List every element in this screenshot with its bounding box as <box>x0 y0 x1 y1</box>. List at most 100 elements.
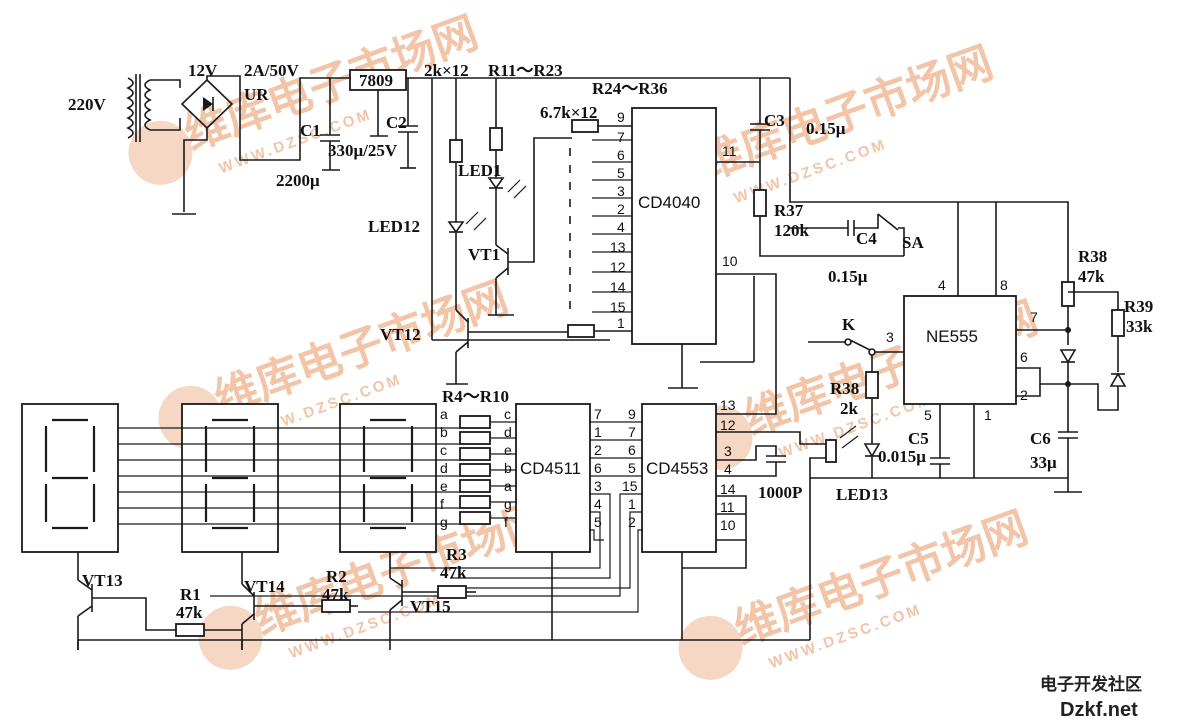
cd4040-pin: 15 <box>610 299 626 315</box>
ne555-pin: 1 <box>984 407 992 423</box>
cd4040-body <box>631 107 717 345</box>
light-arrow <box>465 211 479 225</box>
bridge-diode-icon <box>203 97 213 111</box>
ne555-pin: 5 <box>924 407 932 423</box>
wire <box>150 79 181 88</box>
seg-letter: b <box>440 424 448 440</box>
r38a-label: R38 <box>1078 247 1107 266</box>
seg-letter: g <box>440 514 448 530</box>
resistor-r1 <box>175 623 205 637</box>
led1-label: LED1 <box>458 161 501 180</box>
vt15-emitter <box>389 599 403 611</box>
cd4553-pin: 13 <box>720 397 736 413</box>
segment-resistors <box>459 415 516 525</box>
ne555-pin: 6 <box>1020 349 1028 365</box>
ne555-chip: NE555 4 8 3 7 6 2 5 1 R38 47k R39 33k <box>716 202 1153 640</box>
wire <box>183 128 208 212</box>
r3-value: 47k <box>440 563 467 582</box>
vt13-emitter <box>77 605 93 617</box>
ne555-label: NE555 <box>926 327 978 346</box>
vt15-collector <box>389 577 403 587</box>
c3-label: C3 <box>764 111 785 130</box>
segment-resistor <box>459 431 491 445</box>
segment-resistor <box>459 463 491 477</box>
r4-r10-label: R4～R10 <box>442 387 509 406</box>
cd4553-chip: CD4553 9 7 6 5 15 1 2 13 12 3 4 14 11 10… <box>210 397 802 640</box>
cd4553-pin: 6 <box>628 442 636 458</box>
light-arrow <box>513 185 527 199</box>
cd4511-pin: a <box>504 478 512 494</box>
segment-resistor <box>459 511 491 525</box>
corner-brand-title: 电子开发社区 <box>1040 674 1142 695</box>
wire <box>716 495 747 541</box>
r37-value: 120k <box>774 221 810 240</box>
wire <box>1016 384 1041 397</box>
r38b-value: 2k <box>840 399 859 418</box>
cd4511-pin: 7 <box>594 406 602 422</box>
seg-letter: f <box>440 496 444 512</box>
segment-resistor <box>459 495 491 509</box>
r39-label: R39 <box>1124 297 1153 316</box>
light-arrow <box>473 217 487 231</box>
c6-label: C6 <box>1030 429 1051 448</box>
cap-1000p-label: 1000P <box>758 483 802 502</box>
cd4511-pin: 6 <box>594 460 602 476</box>
switch-k-contact <box>844 338 852 346</box>
cd4511-pin: f <box>504 514 508 530</box>
corner-brand: 电子开发社区 Dzkf.net <box>1040 674 1142 720</box>
light-arrow <box>839 425 857 439</box>
r38b-label: R38 <box>830 379 859 398</box>
cd4040-pin: 3 <box>617 183 625 199</box>
wire <box>206 75 350 161</box>
r2-value: 47k <box>322 585 349 604</box>
cd4553-pin: 1 <box>628 496 636 512</box>
wire <box>150 118 181 131</box>
corner-brand-url: Dzkf.net <box>1060 699 1138 720</box>
c4-label: C4 <box>856 229 877 248</box>
cd4040-pin: 12 <box>610 259 626 275</box>
cd4553-pin: 4 <box>724 461 732 477</box>
mains-label: 220V <box>68 95 107 114</box>
vt14-label: VT14 <box>244 577 285 596</box>
vt15-label: VT15 <box>410 597 451 616</box>
cd4511-pin: g <box>504 496 512 512</box>
c3-value: 0.15μ <box>806 119 846 138</box>
cd4040-pin: 9 <box>617 109 625 125</box>
c4-value: 0.15μ <box>828 267 868 286</box>
switch-k <box>849 339 871 351</box>
seg-letter: d <box>440 460 448 476</box>
cd4511-pin: 5 <box>594 514 602 530</box>
cd4511-pin: d <box>504 424 512 440</box>
diode-icon <box>1109 372 1127 387</box>
wire <box>440 511 642 589</box>
r-array2-label: 6.7k×12 <box>540 103 597 122</box>
segment-glyphs <box>44 418 414 530</box>
cd4040-pin: 11 <box>722 143 737 159</box>
cd4040-pin: 2 <box>617 201 625 217</box>
sa-label: SA <box>902 233 924 252</box>
vt1-emitter <box>495 267 509 279</box>
segment-resistor <box>459 479 491 493</box>
light-arrow <box>841 435 859 449</box>
cd4040-pin: 14 <box>610 279 626 295</box>
led13-icon <box>863 443 881 458</box>
r-array1-name: R11～R23 <box>488 61 563 80</box>
power-supply: 220V 12V 2A/50V UR C1 2200μ 7809 C2 <box>68 61 790 215</box>
wire <box>590 529 604 541</box>
cd4511-pin: c <box>504 406 511 422</box>
wire <box>716 273 777 415</box>
vt12-collector <box>455 309 469 323</box>
cd4511-pin: 1 <box>594 424 602 440</box>
resistor-r36 <box>567 324 595 338</box>
ne555-body <box>903 295 1017 405</box>
resistor-r24 <box>571 119 599 133</box>
c2-label: C2 <box>386 113 407 132</box>
led12-icon <box>447 221 465 234</box>
cd4511-pin: 4 <box>594 496 602 512</box>
cd4040-pin: 5 <box>617 165 625 181</box>
resistor-r39 <box>1111 309 1125 337</box>
ne555-pin: 2 <box>1020 387 1028 403</box>
ground-rail <box>77 639 810 650</box>
